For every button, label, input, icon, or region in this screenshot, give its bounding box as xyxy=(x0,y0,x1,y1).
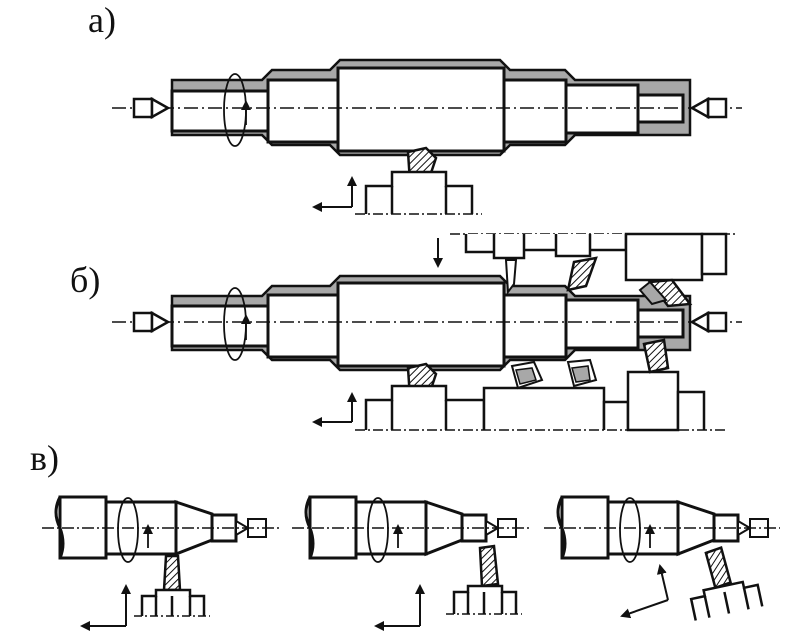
right-center-a xyxy=(689,96,728,120)
label-scheme-a: а) xyxy=(88,0,116,40)
left-center-a xyxy=(132,96,171,120)
lower-tool-holder-b xyxy=(364,384,486,430)
shaft-step-1-b xyxy=(170,304,270,348)
scheme-a xyxy=(112,58,742,215)
scheme-b xyxy=(112,232,742,432)
upper-cutting-tool-2-b xyxy=(566,256,598,292)
cutting-tool-v1 xyxy=(162,554,182,592)
shaft-step-2-a xyxy=(266,78,340,144)
label-scheme-v: в) xyxy=(30,438,59,478)
feed-arrows-v3 xyxy=(656,564,669,601)
scheme-v-2 xyxy=(292,495,530,631)
label-scheme-b: б) xyxy=(70,260,101,300)
lower-right-holder-b xyxy=(626,370,680,432)
shaft-step-5-b xyxy=(564,298,640,350)
cutting-tool-v3 xyxy=(704,546,733,590)
upper-cutting-tool-1-b xyxy=(504,259,518,295)
shaft-body-v3 xyxy=(556,495,610,560)
shaft-step-3-b xyxy=(336,281,506,368)
cutting-tool-right-b xyxy=(642,338,670,374)
lower-tool-block-b xyxy=(482,386,606,430)
shaft-step-3-a xyxy=(336,66,506,153)
tool-holder-a xyxy=(364,170,474,214)
scheme-v-1 xyxy=(42,495,280,631)
shaft-step-5-a xyxy=(564,83,640,135)
cutting-tool-v2 xyxy=(478,544,500,588)
shaft-step-4-a xyxy=(502,78,568,144)
shaft-step-4-b xyxy=(502,293,568,359)
shaft-step-1-a xyxy=(170,89,270,133)
shaft-body-v1 xyxy=(54,495,108,560)
scheme-v-3 xyxy=(544,495,780,621)
right-center-b xyxy=(689,310,728,334)
left-center-b xyxy=(132,310,171,334)
shaft-step-2-b xyxy=(266,293,340,359)
upper-tool-holder-b xyxy=(464,234,628,260)
shaft-step-6-b xyxy=(636,308,685,339)
upper-tool-box-b xyxy=(624,232,704,282)
shaft-body-v2 xyxy=(304,495,358,560)
